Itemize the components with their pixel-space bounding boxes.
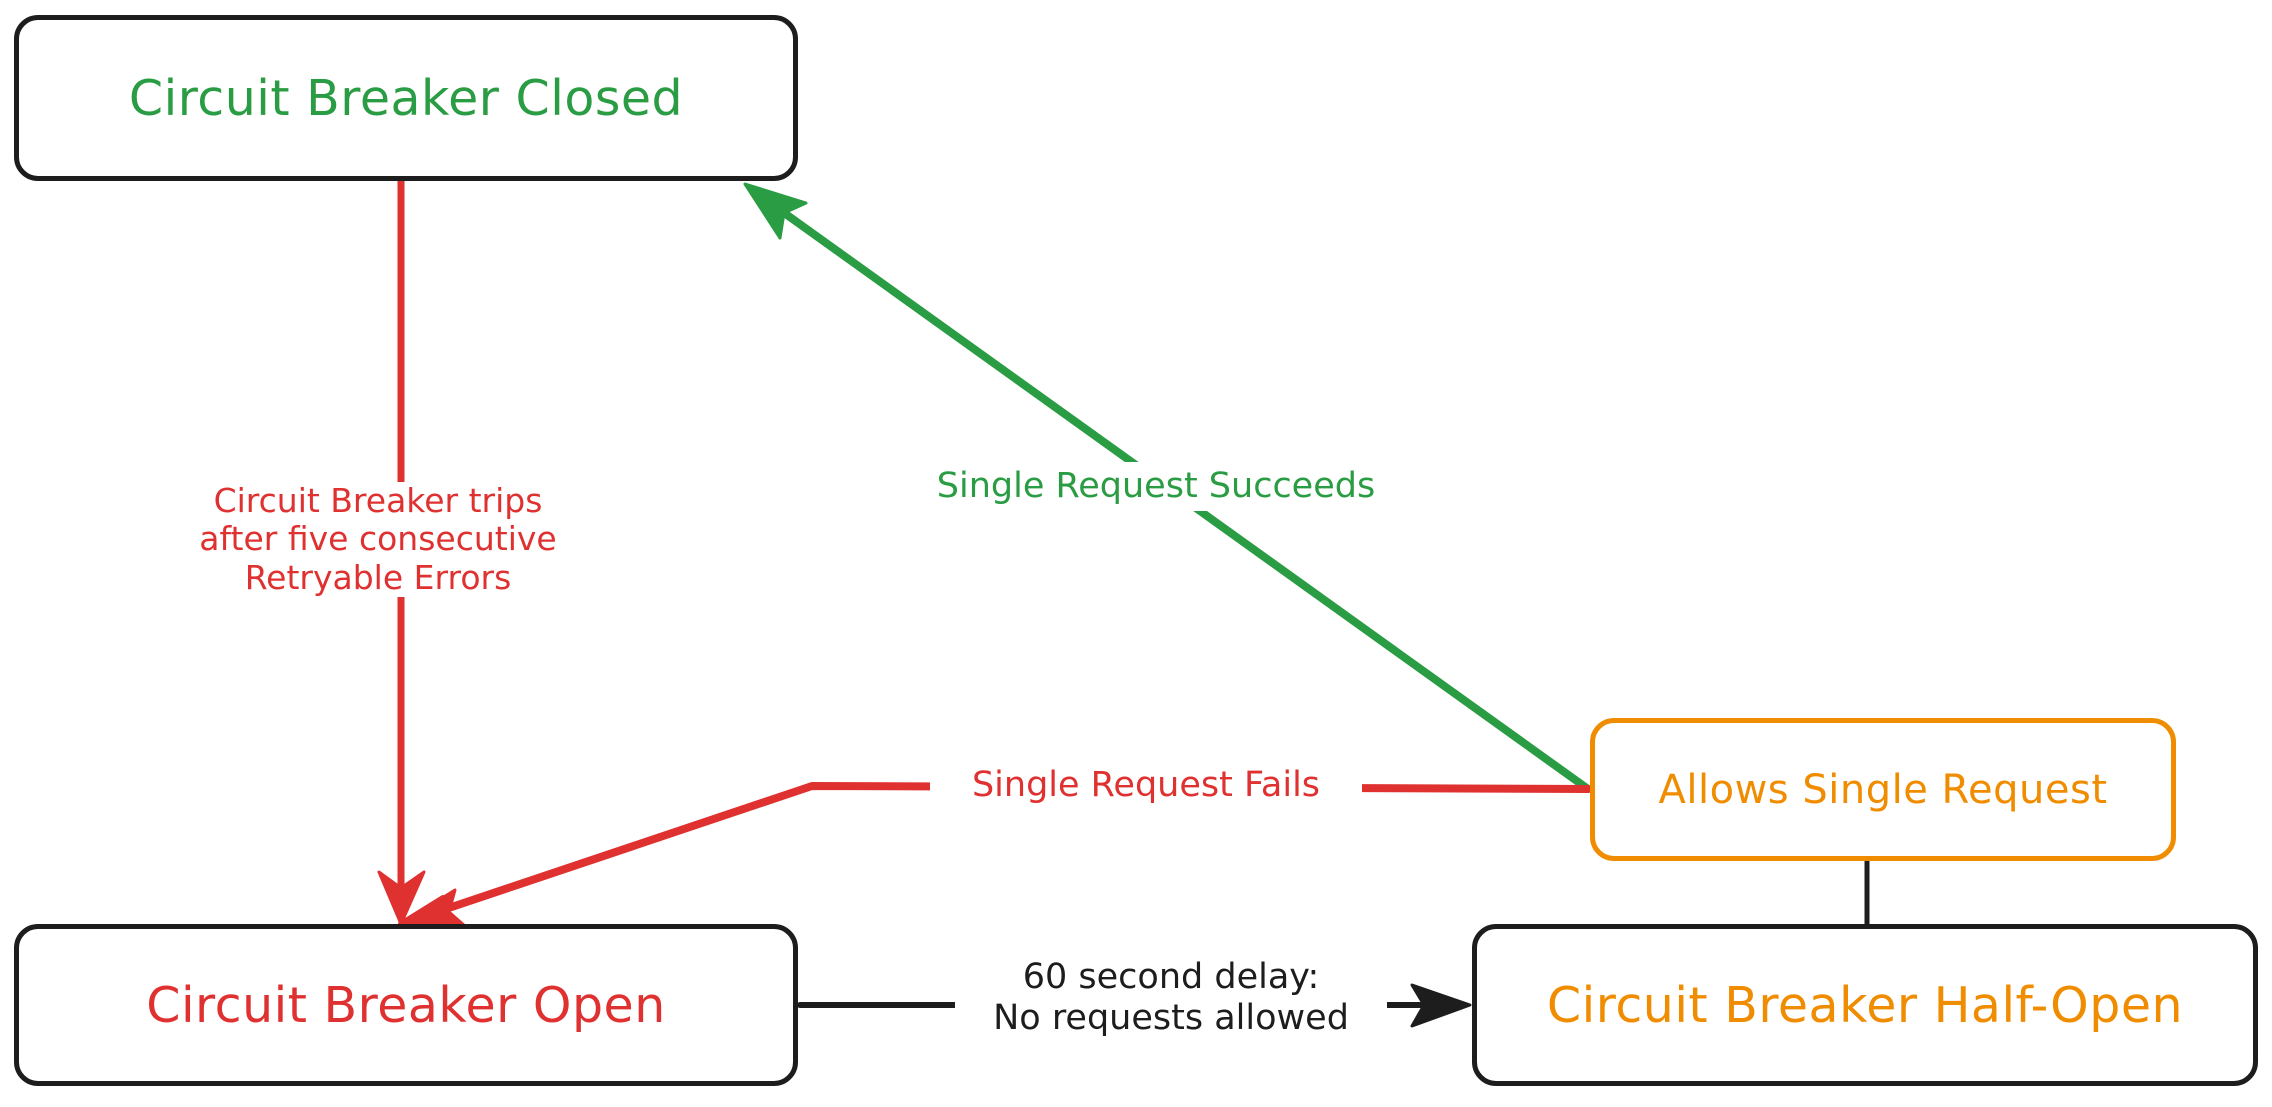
state-node-label: Circuit Breaker Open — [146, 976, 666, 1034]
edge-label-closed-to-open: Circuit Breaker trips after five consecu… — [168, 481, 588, 597]
state-node-circuit-breaker-closed[interactable]: Circuit Breaker Closed — [14, 15, 798, 181]
edge-label-allows-to-closed: Single Request Succeeds — [900, 462, 1412, 511]
state-node-label: Circuit Breaker Half-Open — [1546, 976, 2184, 1034]
state-node-allows-single-request[interactable]: Allows Single Request — [1590, 718, 2176, 861]
edge-label-allows-to-open: Single Request Fails — [930, 762, 1362, 809]
edge-label-open-to-halfopen: 60 second delay: No requests allowed — [955, 955, 1387, 1041]
state-node-circuit-breaker-open[interactable]: Circuit Breaker Open — [14, 924, 798, 1086]
state-node-label: Allows Single Request — [1658, 766, 2108, 813]
state-node-circuit-breaker-half-open[interactable]: Circuit Breaker Half-Open — [1472, 924, 2258, 1086]
state-node-label: Circuit Breaker Closed — [128, 69, 684, 127]
